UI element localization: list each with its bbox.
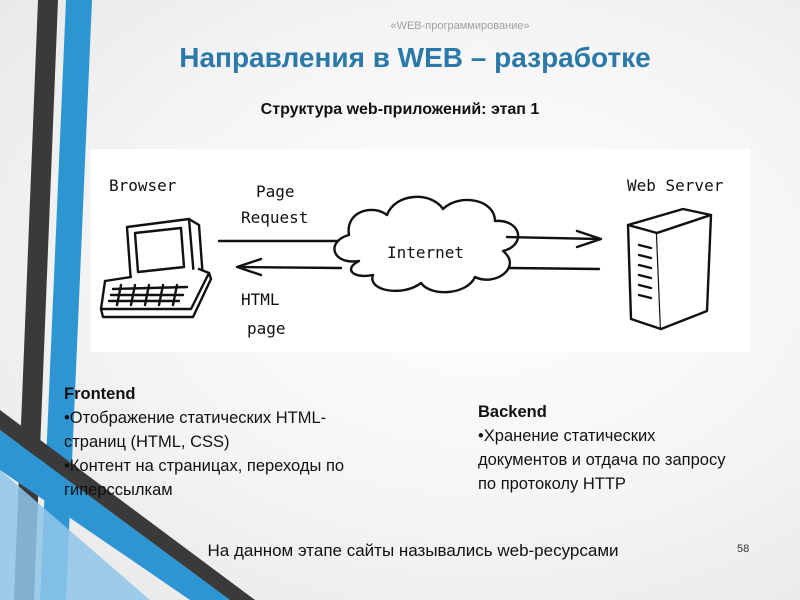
page-number: 58 bbox=[737, 543, 749, 555]
frontend-block: Frontend •Отображение статических HTML-с… bbox=[64, 382, 364, 502]
html-page-line1: HTML bbox=[241, 290, 280, 309]
web-server-label: Web Server bbox=[627, 176, 723, 195]
html-page-line2: page bbox=[247, 319, 286, 338]
internet-label: Internet bbox=[387, 243, 464, 262]
frontend-item: •Отображение статических HTML-страниц (H… bbox=[64, 406, 364, 454]
slide-subtitle: Структура web-приложений: этап 1 bbox=[0, 101, 800, 119]
backend-heading: Backend bbox=[478, 400, 748, 424]
server-icon bbox=[628, 209, 711, 329]
page-request-line1: Page bbox=[256, 182, 295, 201]
bottom-note: На данном этапе сайты назывались web-рес… bbox=[0, 541, 800, 561]
web-structure-diagram: Browser Web Server Page Request HTML pag… bbox=[91, 149, 750, 352]
page-request-line2: Request bbox=[241, 208, 308, 227]
computer-icon bbox=[101, 219, 211, 317]
backend-item: •Хранение статических документов и отдач… bbox=[478, 424, 748, 496]
backend-block: Backend •Хранение статических документов… bbox=[478, 400, 748, 496]
frontend-heading: Frontend bbox=[64, 382, 364, 406]
slide-title: Направления в WEB – разработке bbox=[0, 42, 800, 74]
frontend-item: •Контент на страницах, переходы по гипер… bbox=[64, 454, 364, 502]
browser-label: Browser bbox=[109, 176, 176, 195]
header-label: «WEB-программирование» bbox=[0, 20, 800, 32]
